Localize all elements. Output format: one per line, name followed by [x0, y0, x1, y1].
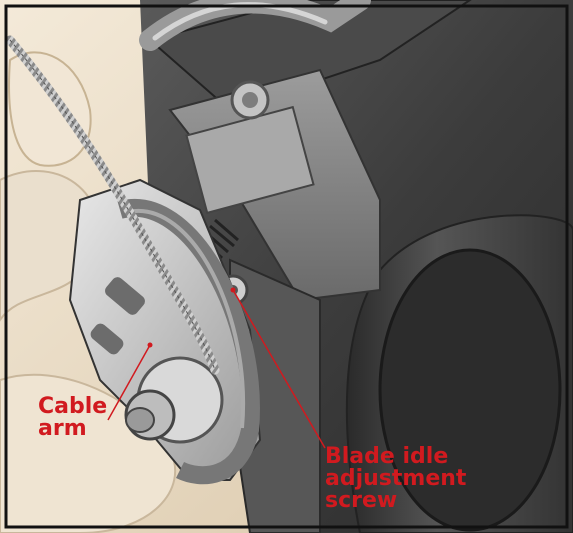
pivot-shaft-end [125, 407, 155, 433]
idle-screw-leader-line [232, 289, 326, 449]
cable-arm-label-line-2: arm [38, 416, 87, 441]
idle-screw-label: Blade idle adjustment screw [325, 446, 466, 512]
cable-pulley-groove [127, 208, 246, 429]
idle-screw-label-line-3: screw [325, 488, 398, 513]
idle-screw-label-line-2: adjustment [325, 466, 467, 491]
cable-arm-leader-line [107, 344, 151, 421]
idle-screw-leader-dot [230, 287, 236, 293]
cable-arm-slot [105, 277, 145, 315]
cable-arm-label-line-1: Cable [38, 394, 108, 419]
mount-bolt-hex [242, 92, 258, 108]
figure-frame [4, 4, 569, 529]
mount-block-face [185, 105, 315, 215]
engine-left-tube [8, 51, 92, 167]
throttle-cable-outline [9, 39, 216, 371]
bore-opening [378, 248, 562, 532]
cable-arm-leader-dot [147, 342, 153, 348]
cable-arm-slot-lower [90, 323, 124, 355]
idle-screw-label-line-1: Blade idle [325, 444, 449, 469]
cable-arm-label: Cable arm [38, 396, 107, 440]
